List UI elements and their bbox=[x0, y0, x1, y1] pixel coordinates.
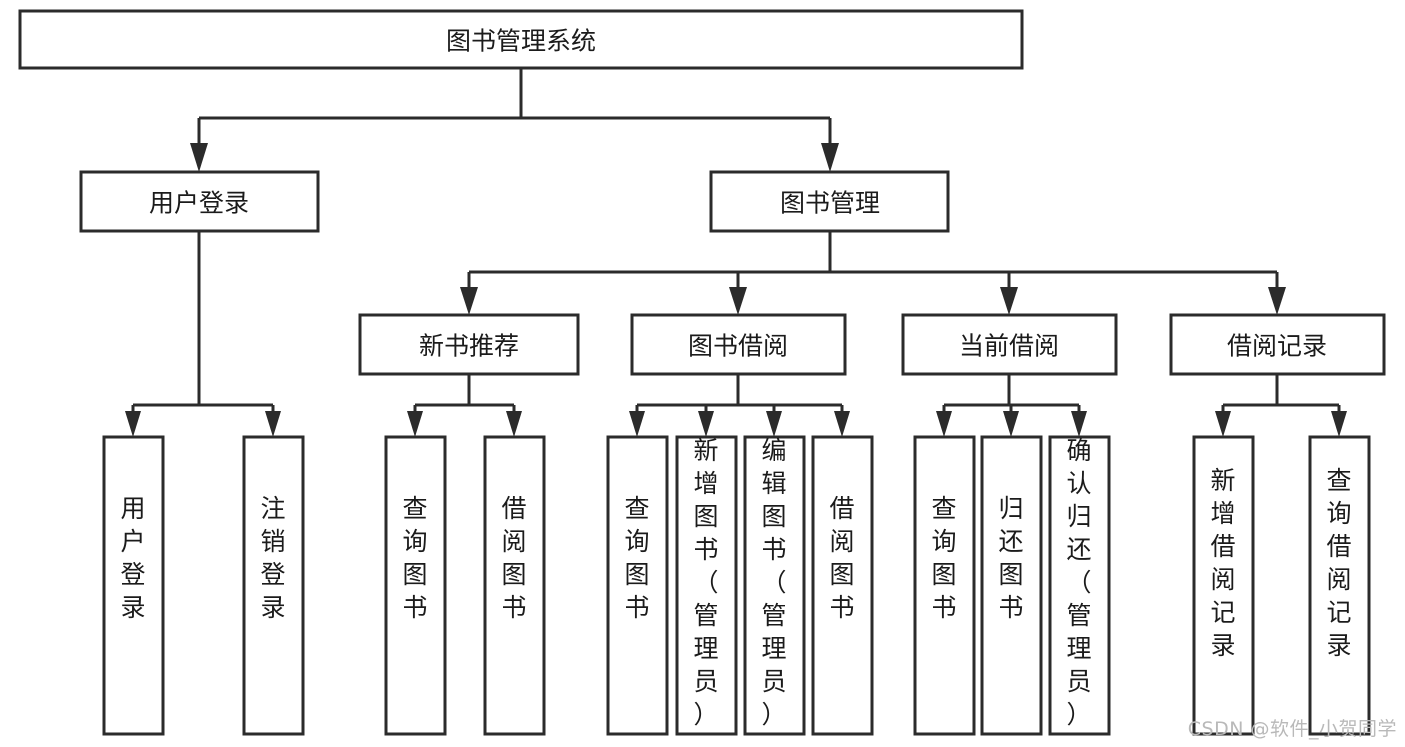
node-new-book-rec-label: 新书推荐 bbox=[419, 332, 519, 361]
node-book-borrow-label: 图书借阅 bbox=[688, 332, 788, 361]
arrow-leaf-query-book-1 bbox=[407, 411, 423, 437]
node-leaf-add-record-box[interactable] bbox=[1192, 435, 1255, 736]
arrow-leaf-add-book bbox=[698, 411, 714, 437]
node-leaf-add-book[interactable]: 新增图书（管理员） bbox=[675, 435, 738, 736]
node-new-book-rec[interactable]: 新书推荐 bbox=[358, 313, 580, 376]
node-root-box[interactable] bbox=[18, 9, 1024, 70]
node-leaf-query-book-3-box[interactable] bbox=[913, 435, 976, 736]
node-book-manage-box[interactable] bbox=[709, 170, 950, 233]
arrow-to-new-book-rec bbox=[460, 287, 478, 315]
node-leaf-edit-book-box[interactable] bbox=[743, 435, 806, 736]
arrow-leaf-query-book-3 bbox=[936, 411, 952, 437]
node-root[interactable]: 图书管理系统 bbox=[18, 9, 1024, 70]
node-leaf-edit-book-label: 编辑图书（管理员） bbox=[761, 436, 786, 729]
node-book-manage-label: 图书管理 bbox=[780, 189, 880, 218]
arrow-leaf-borrow-book-1 bbox=[506, 411, 522, 437]
node-leaf-return-book-box[interactable] bbox=[980, 435, 1043, 736]
node-leaf-confirm-return-box[interactable] bbox=[1048, 435, 1111, 736]
arrow-leaf-confirm-return bbox=[1071, 411, 1087, 437]
arrow-to-book-borrow bbox=[729, 287, 747, 315]
node-leaf-user-login-box[interactable] bbox=[102, 435, 165, 736]
node-leaf-query-book-2[interactable]: 查询图书 bbox=[606, 435, 669, 736]
node-new-book-rec-box[interactable] bbox=[358, 313, 580, 376]
arrow-leaf-query-record bbox=[1331, 411, 1347, 437]
node-leaf-add-record-label: 新增借阅记录 bbox=[1210, 466, 1235, 660]
node-leaf-borrow-book-2[interactable]: 借阅图书 bbox=[811, 435, 874, 736]
node-book-borrow-box[interactable] bbox=[630, 313, 847, 376]
arrow-leaf-user-login bbox=[125, 411, 141, 437]
node-leaf-query-book-1-box[interactable] bbox=[384, 435, 447, 736]
node-borrow-record-label: 借阅记录 bbox=[1227, 332, 1327, 361]
node-borrow-record-box[interactable] bbox=[1169, 313, 1386, 376]
arrow-to-borrow-record bbox=[1268, 287, 1286, 315]
arrow-to-current-borrow bbox=[1000, 287, 1018, 315]
node-current-borrow-label: 当前借阅 bbox=[959, 332, 1059, 361]
arrow-leaf-borrow-book-2 bbox=[834, 411, 850, 437]
arrow-leaf-query-book-2 bbox=[629, 411, 645, 437]
csdn-watermark: CSDN @软件_小贺同学 bbox=[1187, 718, 1397, 740]
node-leaf-query-book-2-label: 查询图书 bbox=[624, 494, 649, 622]
node-leaf-confirm-return-label: 确认归还（管理员） bbox=[1066, 436, 1091, 729]
node-leaf-logout-label: 注销登录 bbox=[260, 494, 285, 622]
node-leaf-query-record-box[interactable] bbox=[1308, 435, 1371, 736]
node-leaf-query-record-label: 查询借阅记录 bbox=[1326, 466, 1351, 660]
node-leaf-return-book[interactable]: 归还图书 bbox=[980, 435, 1043, 736]
node-leaf-query-book-3-label: 查询图书 bbox=[931, 494, 956, 622]
arrow-leaf-add-record bbox=[1215, 411, 1231, 437]
node-leaf-query-book-3[interactable]: 查询图书 bbox=[913, 435, 976, 736]
node-book-manage[interactable]: 图书管理 bbox=[709, 170, 950, 233]
arrow-to-user-login bbox=[190, 143, 208, 172]
node-current-borrow[interactable]: 当前借阅 bbox=[901, 313, 1118, 376]
arrow-leaf-logout bbox=[265, 411, 281, 437]
node-leaf-borrow-book-2-label: 借阅图书 bbox=[829, 494, 854, 622]
node-leaf-user-login-label: 用户登录 bbox=[120, 494, 145, 622]
node-user-login[interactable]: 用户登录 bbox=[79, 170, 320, 233]
node-leaf-query-book-1[interactable]: 查询图书 bbox=[384, 435, 447, 736]
node-leaf-return-book-label: 归还图书 bbox=[998, 494, 1023, 622]
node-leaf-borrow-book-1-label: 借阅图书 bbox=[501, 494, 526, 622]
node-leaf-query-book-1-label: 查询图书 bbox=[402, 494, 427, 622]
node-leaf-add-book-box[interactable] bbox=[675, 435, 738, 736]
node-leaf-edit-book[interactable]: 编辑图书（管理员） bbox=[743, 435, 806, 736]
node-leaf-add-book-label: 新增图书（管理员） bbox=[693, 436, 718, 729]
node-leaf-logout-box[interactable] bbox=[242, 435, 305, 736]
node-book-borrow[interactable]: 图书借阅 bbox=[630, 313, 847, 376]
node-user-login-box[interactable] bbox=[79, 170, 320, 233]
node-user-login-label: 用户登录 bbox=[149, 189, 249, 218]
connector-layer bbox=[125, 68, 1347, 437]
arrow-leaf-edit-book bbox=[766, 411, 782, 437]
node-leaf-logout[interactable]: 注销登录 bbox=[242, 435, 305, 736]
node-leaf-borrow-book-1-box[interactable] bbox=[483, 435, 546, 736]
node-leaf-add-record[interactable]: 新增借阅记录 bbox=[1192, 435, 1255, 736]
node-leaf-query-record[interactable]: 查询借阅记录 bbox=[1308, 435, 1371, 736]
node-leaf-borrow-book-2-box[interactable] bbox=[811, 435, 874, 736]
node-leaf-query-book-2-box[interactable] bbox=[606, 435, 669, 736]
arrow-leaf-return-book bbox=[1003, 411, 1019, 437]
node-leaf-confirm-return[interactable]: 确认归还（管理员） bbox=[1048, 435, 1111, 736]
node-leaf-borrow-book-1[interactable]: 借阅图书 bbox=[483, 435, 546, 736]
node-current-borrow-box[interactable] bbox=[901, 313, 1118, 376]
arrow-to-book-manage bbox=[821, 143, 839, 172]
node-leaf-user-login[interactable]: 用户登录 bbox=[102, 435, 165, 736]
node-root-label: 图书管理系统 bbox=[446, 27, 596, 56]
node-borrow-record[interactable]: 借阅记录 bbox=[1169, 313, 1386, 376]
